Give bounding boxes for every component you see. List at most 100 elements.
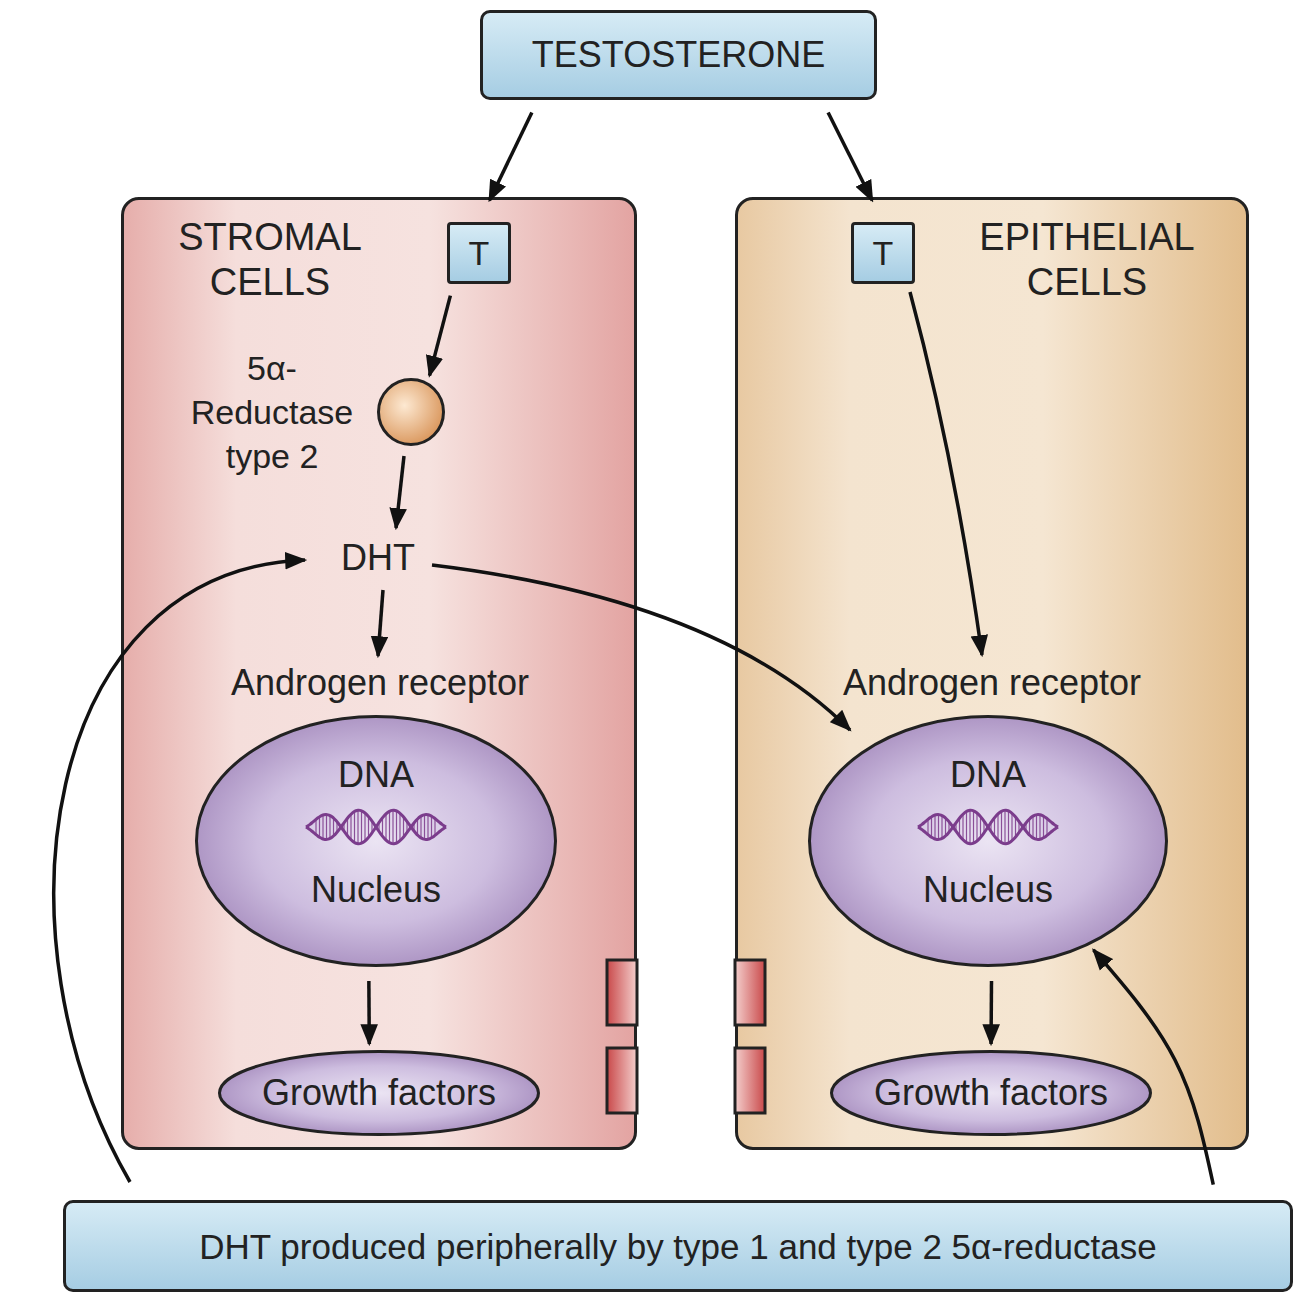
helix-strand	[918, 810, 1058, 843]
helix-rung	[371, 821, 372, 833]
helix-rung	[1015, 817, 1016, 837]
flow-arrow	[910, 292, 982, 655]
layout-arrows	[54, 292, 982, 1182]
shape-ellipse	[810, 717, 1167, 966]
helix-rung	[392, 810, 393, 844]
node-subtext: Nucleus	[808, 868, 1168, 912]
helix-rung	[340, 826, 341, 827]
helix-rung	[396, 811, 397, 843]
helix-rung	[966, 811, 967, 842]
helix-rung	[1018, 821, 1019, 832]
helix-rung	[962, 814, 963, 840]
helix-rung	[399, 813, 400, 841]
helix-rung	[948, 822, 949, 833]
helix-strand	[918, 810, 1058, 843]
shape-outline	[808, 715, 1168, 967]
helix-rung	[329, 816, 330, 839]
helix-rung	[1032, 816, 1033, 838]
nucleus-ellipse: DNA Nucleus	[808, 715, 1168, 967]
helix-rung	[322, 815, 323, 839]
edge-layer	[369, 113, 1213, 1185]
node-text: Growth factors	[218, 1072, 540, 1114]
flow-connector	[489, 113, 531, 201]
helix-rung	[403, 817, 404, 837]
enzyme-circle: 5α- Reductase type 2	[377, 378, 445, 446]
growth-factor-ellipse: Growth factors	[218, 1050, 540, 1136]
helix-rung	[969, 810, 970, 844]
hormone-box: TESTOSTERONE	[480, 10, 877, 100]
helix-rung	[375, 826, 376, 828]
helix-rung	[410, 826, 411, 827]
receptor-symbols	[607, 960, 765, 1113]
helix-rung	[413, 823, 414, 831]
receptor-symbol	[735, 960, 765, 1025]
hormone-label: DHT	[300, 536, 456, 580]
helix-rung	[427, 815, 428, 840]
shape-outline	[195, 715, 557, 967]
helix-rung	[1011, 813, 1012, 841]
helix-rung	[434, 819, 435, 836]
node-text: T	[854, 233, 912, 273]
flow-connector	[989, 981, 993, 1044]
helix-rung	[1029, 819, 1030, 835]
nucleus-ellipse: DNA Nucleus	[195, 715, 557, 967]
helix-rung	[333, 818, 334, 836]
helix-rung	[945, 818, 946, 836]
flow-connector	[367, 981, 371, 1044]
helix-rung	[357, 810, 358, 844]
helix-rung	[952, 826, 953, 827]
helix-rung	[431, 816, 432, 838]
node-text: EPITHELIAL CELLS	[957, 215, 1217, 305]
node-subtext: Nucleus	[195, 868, 557, 912]
flow-arrow	[54, 560, 305, 1182]
helix-rung	[934, 815, 935, 839]
dna-helix	[918, 810, 1058, 844]
helix-rung	[959, 818, 960, 836]
helix-rung	[1022, 826, 1023, 827]
flow-connector	[430, 296, 451, 376]
helix-rung	[1046, 819, 1047, 836]
shape-ellipse	[379, 380, 444, 445]
dna-helix	[306, 810, 446, 844]
helix-rung	[976, 813, 977, 841]
helix-strand	[306, 810, 446, 843]
helix-rung	[315, 819, 316, 834]
flow-connector	[828, 113, 872, 201]
helix-rung	[368, 816, 369, 837]
helix-strand	[306, 810, 446, 843]
helix-rung	[1043, 816, 1044, 838]
helix-rung	[990, 822, 991, 831]
helix-rung	[319, 817, 320, 838]
helix-rung	[955, 823, 956, 831]
helix-rung	[1004, 810, 1005, 844]
shape-outline	[377, 378, 445, 446]
node-text: DNA	[808, 753, 1168, 797]
node-text: DHT produced peripherally by type 1 and …	[66, 1226, 1290, 1267]
helix-rung	[336, 822, 337, 833]
receptor-symbol	[735, 1048, 765, 1113]
flow-connector	[1093, 950, 1213, 1185]
shape-ellipse	[197, 717, 556, 966]
helix-rung	[1036, 815, 1037, 840]
helix-rung	[1001, 811, 1002, 843]
helix-rung	[378, 822, 379, 831]
node-text: T	[450, 233, 508, 273]
helix-rung	[364, 813, 365, 841]
helix-rung	[997, 814, 998, 841]
helix-rung	[389, 811, 390, 843]
helix-rung	[417, 819, 418, 835]
receptor-symbol	[607, 1048, 637, 1113]
helix-rung	[343, 823, 344, 831]
helix-rung	[406, 821, 407, 832]
helix-rung	[1025, 823, 1026, 831]
node-text: DNA	[195, 753, 557, 797]
helix-rung	[941, 816, 942, 839]
dna-helix-layer	[306, 810, 1058, 844]
helix-rung	[938, 814, 939, 839]
helix-rung	[994, 818, 995, 837]
helix-rung	[424, 815, 425, 840]
helix-rung	[347, 818, 348, 836]
growth-factor-ellipse: Growth factors	[830, 1050, 1152, 1136]
helix-rung	[983, 821, 984, 833]
